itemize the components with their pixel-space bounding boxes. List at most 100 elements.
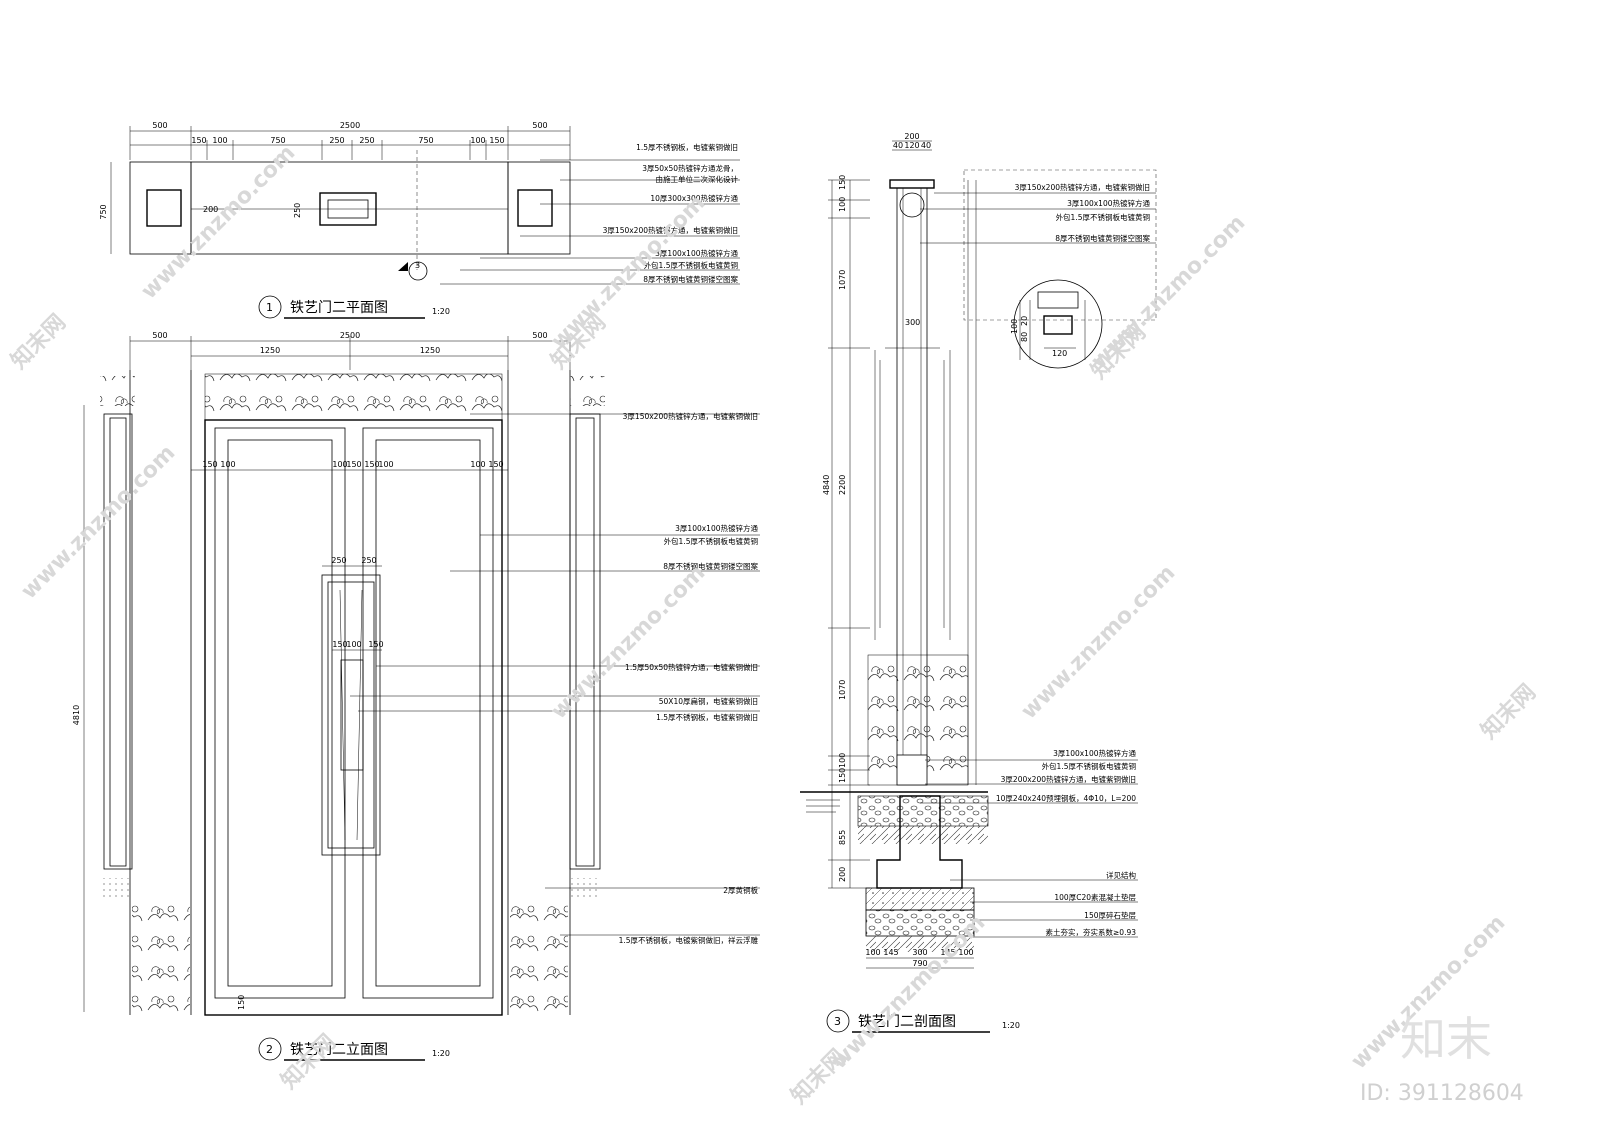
sec-dim-left: 100 [838, 197, 847, 212]
sec-detail-dim: 20 [1020, 316, 1029, 326]
sec-note: 详见结构 [1106, 870, 1136, 880]
elev-dim-panel: 100 [220, 460, 235, 469]
plan-dim-side: 750 [99, 204, 108, 219]
plan-view: 500 2500 500 150 100 750 250 250 750 100… [99, 121, 740, 319]
elev-dim-handle: 250 [361, 556, 376, 565]
watermark-layer: www.znzmo.com www.znzmo.com www.znzmo.co… [6, 140, 1541, 1109]
elev-dim-handle: 250 [331, 556, 346, 565]
elev-note: 1.5厚50x50热镀锌方通，电镀紫铜做旧 [625, 662, 758, 672]
sec-dim-left: 200 [838, 867, 847, 882]
sec-dim-bottom: 100 [958, 948, 973, 957]
plan-dim-sub: 150 [191, 136, 206, 145]
elev-note: 外包1.5厚不锈钢板电镀黄铜 [664, 536, 758, 546]
sec-scale: 1:20 [1002, 1021, 1020, 1030]
elev-dim-top: 2500 [340, 331, 360, 340]
sec-note: 10厚240x240预埋钢板，4Φ10，L=200 [996, 793, 1136, 803]
watermark-brand: 知末网 [1476, 679, 1541, 744]
plan-dim-200: 200 [203, 205, 218, 214]
sec-dim-top: 40 [893, 141, 903, 150]
elev-note: 3厚100x100热镀锌方通 [675, 523, 758, 533]
sec-dim-left: 2200 [838, 475, 847, 495]
plan-dim-sub: 750 [270, 136, 285, 145]
elev-scale: 1:20 [432, 1049, 450, 1058]
plan-note: 3厚100x100热镀锌方通 [655, 248, 738, 258]
plan-scale: 1:20 [432, 307, 450, 316]
sec-dim-top: 200 [904, 132, 919, 141]
watermark-brand: 知末网 [6, 309, 71, 374]
elev-dim-top: 500 [532, 331, 547, 340]
sec-dim-left: 1070 [838, 680, 847, 700]
sec-dim-mid: 300 [905, 318, 920, 327]
sec-dim-left: 855 [838, 830, 847, 845]
sec-note: 3厚150x200热镀锌方通，电镀紫铜做旧 [1015, 182, 1150, 192]
elev-dim-height: 4810 [72, 705, 81, 725]
plan-note: 3厚50x50热镀锌方通龙骨， [642, 163, 738, 173]
sec-dim-bottom: 145 [940, 948, 955, 957]
sec-detail-dim: 100 [1010, 319, 1019, 334]
plan-note: 10厚300x300热镀锌方通 [650, 193, 738, 203]
sec-dim-top: 40 [921, 141, 931, 150]
sec-dim-bottom: 145 [883, 948, 898, 957]
plan-dim-sub: 250 [329, 136, 344, 145]
watermark-site: www.znzmo.com [1017, 560, 1181, 724]
plan-section-mark: 3 [415, 261, 420, 270]
elev-dim-handle: 150 [368, 640, 383, 649]
sec-note: 100厚C20素混凝土垫层 [1054, 892, 1136, 902]
elev-title: 铁艺门二立面图 [290, 1042, 388, 1058]
plan-note: 8厚不锈钢电镀黄铜镂空图案 [643, 274, 738, 284]
watermark-site: www.znzmo.com [137, 140, 301, 304]
elev-dim-panel: 150 [488, 460, 503, 469]
sec-note: 3厚100x100热镀锌方通 [1053, 748, 1136, 758]
elev-dim-panel: 150 [202, 460, 217, 469]
plan-dim-sub: 250 [359, 136, 374, 145]
elev-dim-handle: 150 [332, 640, 347, 649]
elev-dim-panel: 150 [346, 460, 361, 469]
elev-note: 1.5厚不锈钢板，电镀紫铜做旧 [656, 712, 758, 722]
plan-note: 1.5厚不锈钢板，电镀紫铜做旧 [636, 142, 738, 152]
plan-dim-sub: 100 [212, 136, 227, 145]
sec-note: 外包1.5厚不锈钢板电镀黄铜 [1056, 212, 1150, 222]
sec-dim-left: 150 [838, 175, 847, 190]
plan-note: 由施工单位二次深化设计 [656, 174, 739, 184]
elev-dim-half: 1250 [260, 346, 280, 355]
plan-dim-top-left: 500 [152, 121, 167, 130]
elev-note: 2厚黄铜板 [723, 885, 758, 895]
sec-dim-left: 100 [838, 753, 847, 768]
elev-dim-top: 500 [152, 331, 167, 340]
plan-title-number: 1 [266, 301, 273, 314]
watermark-logo: 知末 [1400, 1012, 1492, 1066]
plan-title: 铁艺门二平面图 [290, 300, 388, 316]
elev-note: 3厚150x200热镀锌方通，电镀紫铜做旧 [623, 411, 758, 421]
sec-dim-left: 150 [838, 768, 847, 783]
sec-title-number: 3 [834, 1015, 841, 1028]
sec-detail-dim: 120 [1052, 349, 1067, 358]
sec-note: 素土夯实，夯实系数≥0.93 [1046, 927, 1137, 937]
watermark-site: www.znzmo.com [17, 440, 181, 604]
elev-note: 50X10厚扁钢，电镀紫铜做旧 [659, 696, 758, 706]
sec-dim-left: 1070 [838, 270, 847, 290]
sec-dim-bottom-total: 790 [912, 959, 927, 968]
elev-title-number: 2 [266, 1043, 273, 1056]
plan-dim-top-right: 500 [532, 121, 547, 130]
watermark-site: www.znzmo.com [547, 190, 711, 354]
plan-dim-sub: 150 [489, 136, 504, 145]
plan-note: 外包1.5厚不锈钢板电镀黄铜 [644, 260, 738, 270]
elev-note: 8厚不锈钢电镀黄铜镂空图案 [663, 561, 758, 571]
sec-note: 150厚碎石垫层 [1084, 910, 1136, 920]
elev-dim-panel: 100 [378, 460, 393, 469]
plan-dim-sub: 750 [418, 136, 433, 145]
sec-dim-total: 4840 [822, 475, 831, 495]
elev-dim-half: 1250 [420, 346, 440, 355]
elev-dim-panel: 150 [364, 460, 379, 469]
elev-dim-panel: 100 [332, 460, 347, 469]
watermark-id: ID: 391128604 [1360, 1081, 1524, 1106]
plan-dim-sub: 100 [470, 136, 485, 145]
section-view: 200 40 120 40 150 100 1070 2200 1070 100… [800, 132, 1157, 1033]
plan-dim-center: 250 [293, 203, 302, 218]
plan-dim-top-mid: 2500 [340, 121, 360, 130]
sec-title: 铁艺门二剖面图 [858, 1014, 956, 1030]
sec-dim-top: 120 [904, 141, 919, 150]
elev-dim-panel: 100 [470, 460, 485, 469]
sec-note: 3厚100x100热镀锌方通 [1067, 198, 1150, 208]
